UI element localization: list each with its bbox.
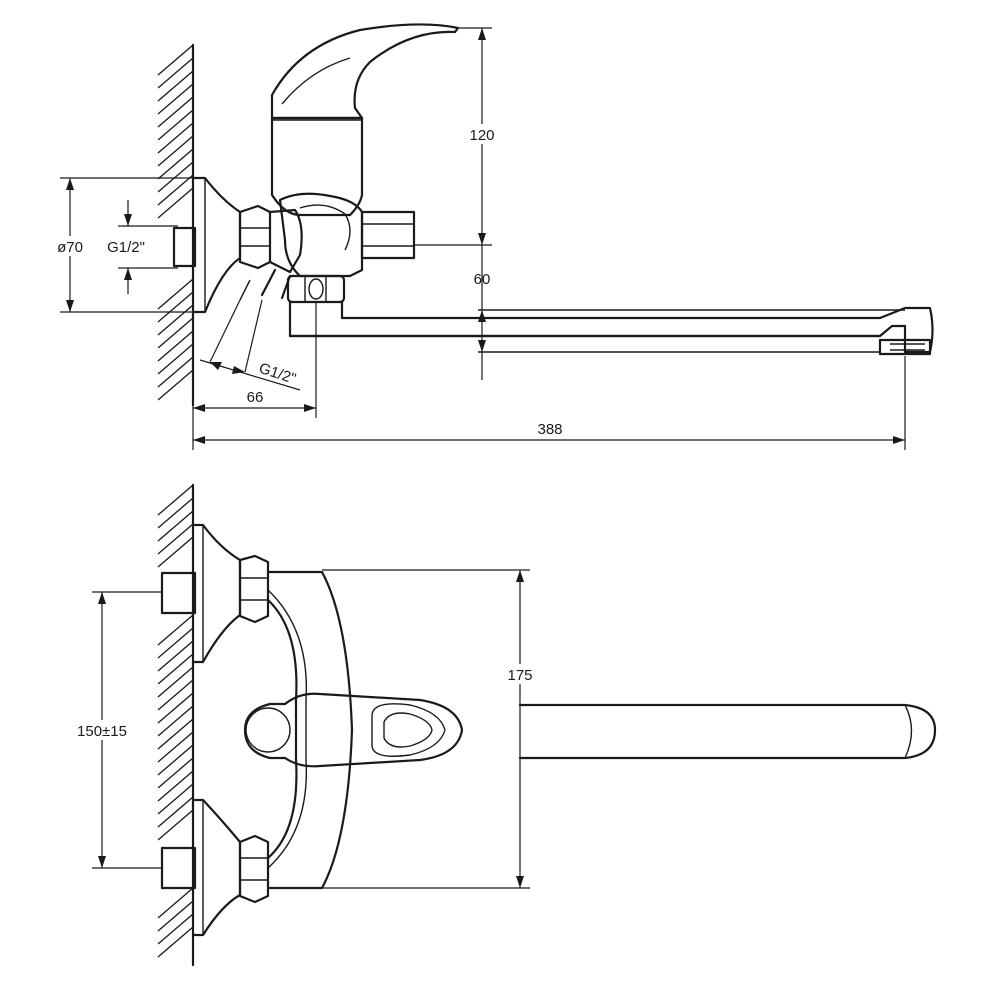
dimension-175: 175 (322, 569, 540, 889)
lever-top-view (243, 692, 464, 768)
wall-hatch-line (157, 148, 194, 180)
dimension-120: 120 (414, 27, 502, 246)
wall-hatch-line (157, 304, 194, 336)
dim-label-flange-diameter: ø70 (57, 239, 83, 256)
wall-hatch-line (157, 705, 194, 737)
lever-handle (270, 23, 460, 120)
wall-hatch-line (157, 57, 194, 89)
wall-side-view (157, 43, 195, 407)
wall-hatch-line (157, 291, 194, 323)
wall-hatch-line (157, 484, 194, 516)
eccentric-connector (268, 208, 303, 274)
wall-hatch-line (157, 900, 194, 932)
upper-flange (191, 523, 242, 664)
wall-hatch-line (157, 330, 194, 362)
dimension-outlet-thread: G1/2" (199, 299, 301, 391)
wall-hatch-line (157, 510, 194, 542)
upper-inlet-stub (160, 571, 197, 615)
wall-hatch-line (157, 783, 194, 815)
wall-hatch-line (157, 187, 194, 219)
wall-hatch-line (157, 174, 194, 206)
hex-nut (238, 204, 272, 270)
diverter-body (278, 192, 364, 278)
aerator (878, 338, 932, 356)
dim-label-150: 150±15 (77, 723, 127, 740)
dimension-150: 150±15 (66, 591, 162, 869)
wall-hatch-line (157, 343, 194, 375)
spout-top-view (518, 703, 937, 760)
wall-hatch-line (157, 692, 194, 724)
dimension-388: 388 (192, 356, 906, 450)
wall-hatch-line (157, 731, 194, 763)
inlet-thread-stub (172, 226, 197, 268)
swivel-nut (286, 274, 346, 304)
wall-hatch-line (157, 913, 194, 945)
wall-hatch-line (157, 536, 194, 568)
wall-hatch-line (157, 523, 194, 555)
wall-hatch-line (157, 278, 194, 310)
dimension-flange-diameter: ø70 (48, 177, 205, 313)
wall-hatch-line (157, 796, 194, 828)
connecting-arms (266, 598, 298, 860)
wall-hatch-line (157, 83, 194, 115)
wall-hatch-line (157, 809, 194, 841)
wall-hatch-line (157, 887, 194, 919)
dim-label-175: 175 (507, 667, 532, 684)
wall-hatch-line (157, 497, 194, 529)
wall-hatch-line (157, 96, 194, 128)
wall-hatch-line (157, 109, 194, 141)
wall-hatch-line (157, 356, 194, 388)
top-view: 175 150±15 (66, 483, 937, 967)
dimension-60: 60 (474, 245, 491, 380)
mixer-body (270, 116, 364, 217)
wall-flange (191, 176, 242, 314)
wall-hatch-line (157, 627, 194, 659)
dim-label-388: 388 (537, 421, 562, 438)
wall-hatch-line (157, 718, 194, 750)
mixer-body-top (266, 570, 354, 890)
wall-hatch-line (157, 122, 194, 154)
wall-hatch-line (157, 317, 194, 349)
lower-hex-nut (238, 834, 270, 904)
wall-top-view (157, 483, 195, 967)
wall-hatch-line (157, 135, 194, 167)
dim-label-60: 60 (474, 271, 491, 288)
wall-hatch-line (157, 757, 194, 789)
wall-hatch-line (157, 640, 194, 672)
wall-hatch-line (157, 679, 194, 711)
wall-hatch-line (157, 369, 194, 401)
lower-inlet-stub (160, 846, 197, 890)
dim-label-120: 120 (469, 127, 494, 144)
dim-label-inlet-thread: G1/2" (107, 239, 145, 256)
dim-label-66: 66 (247, 389, 264, 406)
wall-hatch-line (157, 70, 194, 102)
upper-hex-nut (238, 554, 270, 624)
wall-hatch-line (157, 161, 194, 193)
lower-flange (191, 798, 242, 937)
dimension-66: 66 (193, 302, 317, 418)
dimension-inlet-thread: G1/2" (107, 200, 178, 294)
wall-hatch-line (157, 926, 194, 958)
wall-hatch-line (157, 744, 194, 776)
side-view: 120 60 ø70 G1/2" (48, 23, 934, 450)
wall-hatch-line (157, 653, 194, 685)
wall-hatch-line (157, 770, 194, 802)
wall-hatch-line (157, 44, 194, 76)
wall-hatch-line (157, 666, 194, 698)
spout-side-view (288, 300, 934, 354)
wall-hatch-line (157, 614, 194, 646)
